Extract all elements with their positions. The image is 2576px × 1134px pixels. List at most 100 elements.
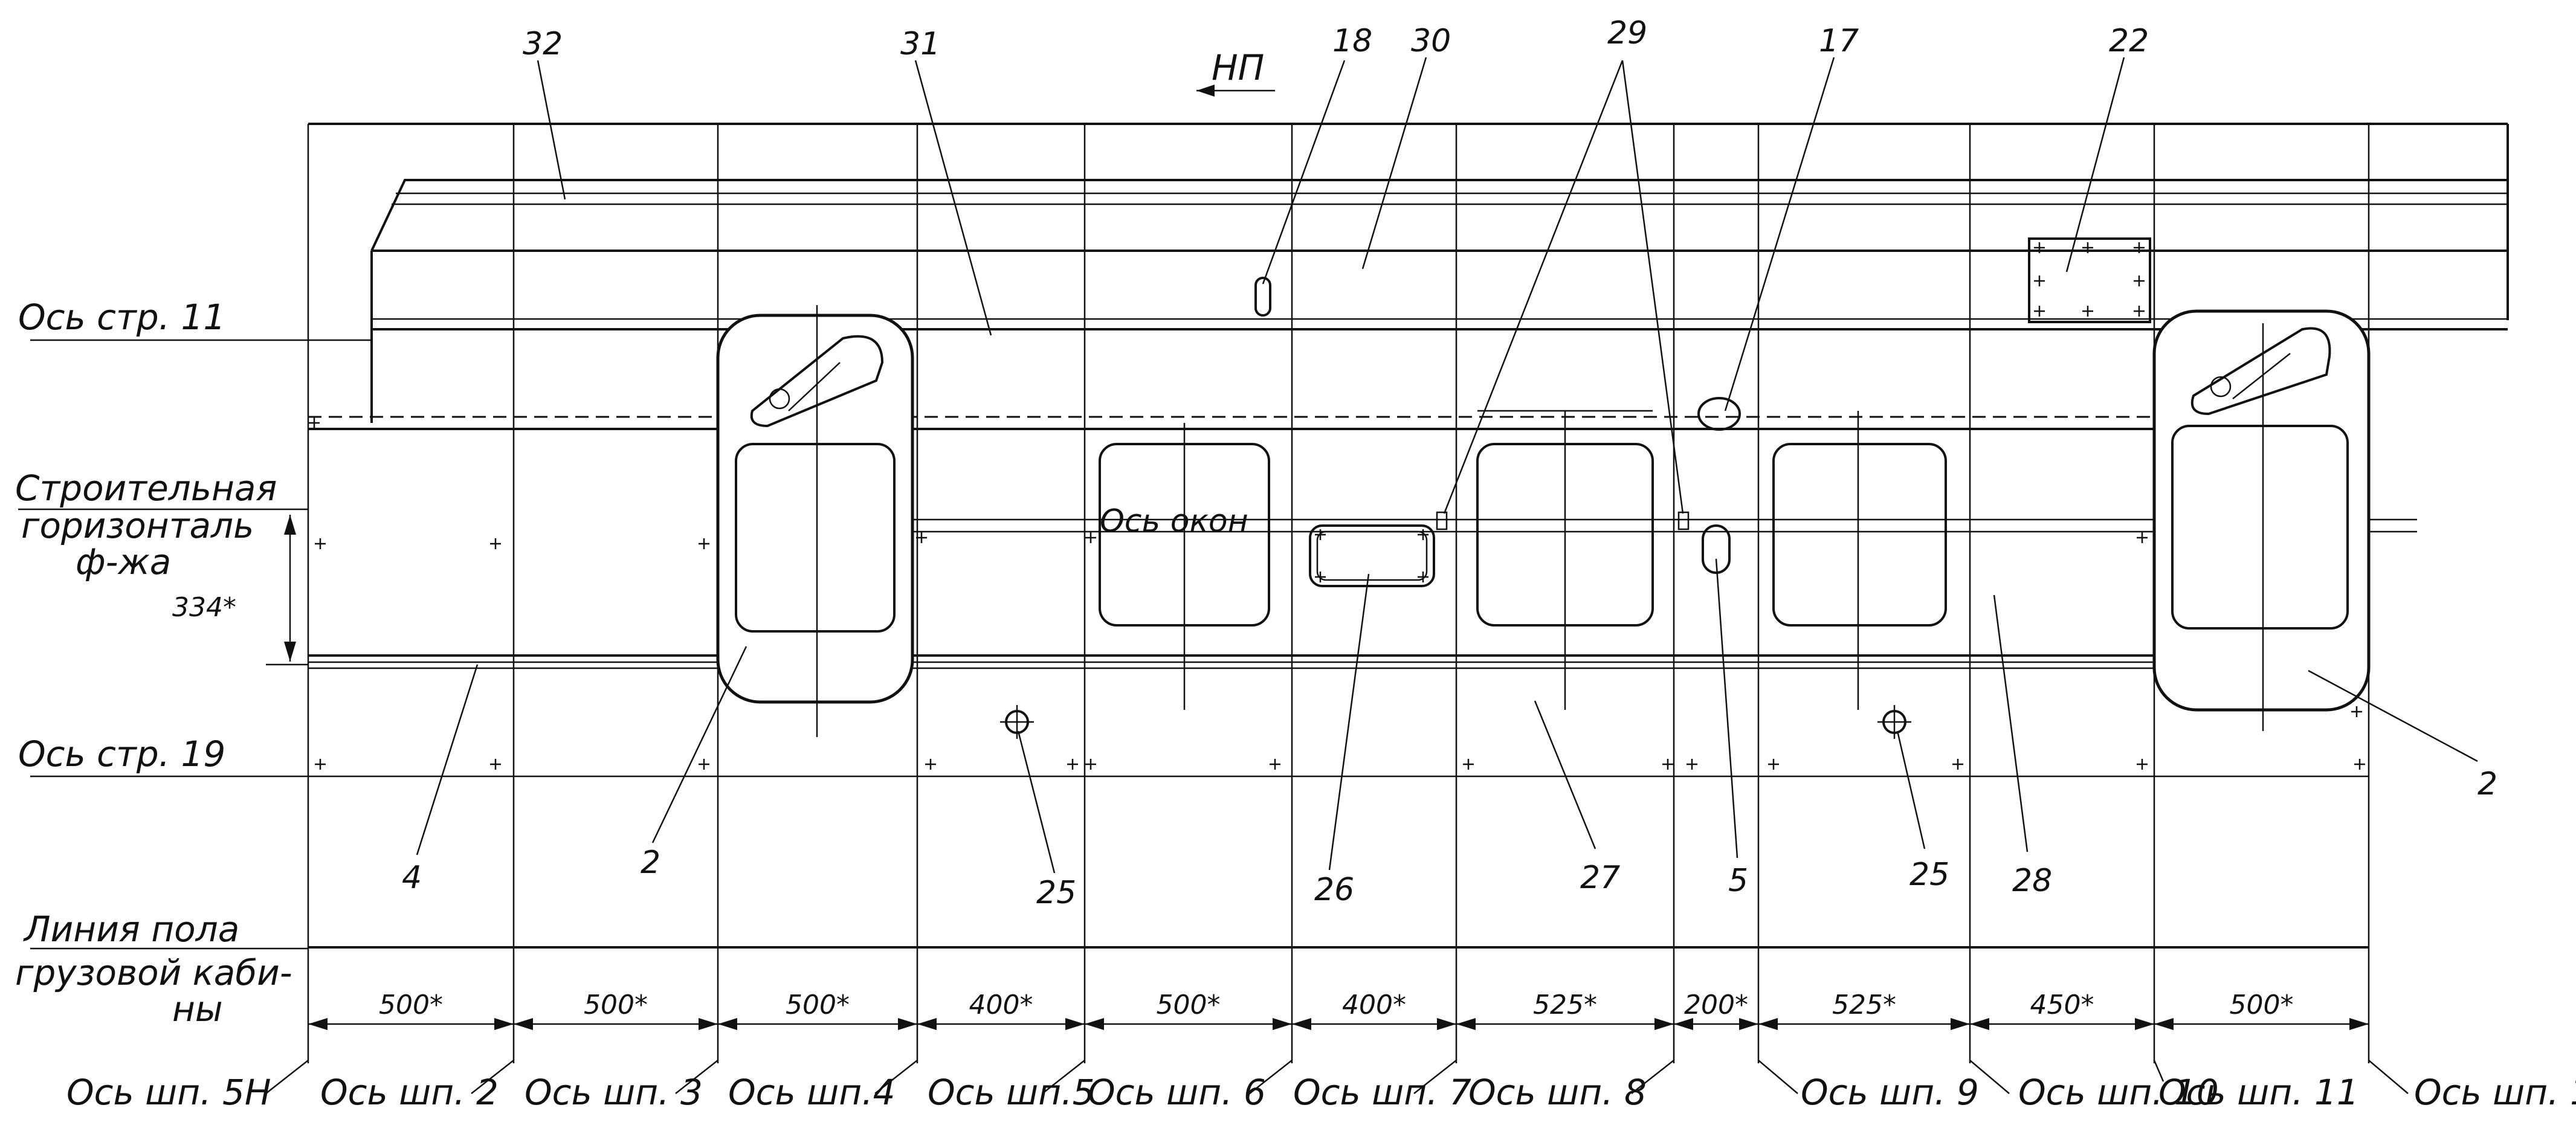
fastener-mark: [490, 759, 501, 770]
fastener-mark: [2134, 242, 2145, 253]
dimension-arrowhead: [1970, 1018, 1989, 1030]
fastener-mark: [1315, 529, 1326, 540]
fastener-mark: [2354, 759, 2365, 770]
frame-spacing-label: 500*: [2230, 990, 2294, 1020]
fastener-mark: [2134, 275, 2145, 286]
callout-4: 4: [402, 860, 422, 896]
fastener-mark: [2082, 306, 2093, 317]
frame-spacing-label: 525*: [1832, 990, 1896, 1020]
frame-axis-label: Ось шп. 2: [320, 1072, 499, 1113]
frame-label-leader: [1631, 1060, 1674, 1094]
callout-22: 22: [2109, 23, 2149, 59]
dimension-arrowhead: [1758, 1018, 1778, 1030]
callout-30: 30: [1411, 23, 1451, 59]
axis-horizontal-line1: Строительная: [15, 468, 277, 509]
direction-label: НП: [1212, 47, 1264, 88]
axis-labels: Ось стр. 11 Строительная горизонталь ф-ж…: [15, 297, 1248, 1029]
dimension-arrowhead: [1739, 1018, 1758, 1030]
callout-2-left: 2: [641, 845, 660, 881]
dimension-arrowhead: [2349, 1018, 2369, 1030]
dimension-arrowhead: [1456, 1018, 1476, 1030]
callout-18: 18: [1332, 23, 1372, 59]
callout-27: 27: [1580, 860, 1620, 896]
dimension-arrowhead: [1273, 1018, 1292, 1030]
frame-axis-label: Ось шп. 9: [1801, 1072, 1979, 1113]
callout-32: 32: [523, 26, 563, 62]
outline: [308, 123, 2509, 320]
frame-label-leader: [2153, 1060, 2164, 1082]
frame-label-leader: [471, 1060, 514, 1094]
frame-spacing-label: 500*: [379, 990, 443, 1020]
dimension-arrowhead: [1674, 1018, 1693, 1030]
dimension-334-label: 334*: [172, 592, 236, 623]
plate-22: [2028, 237, 2151, 323]
dimension-arrowhead: [1437, 1018, 1456, 1030]
frame-axis-label: Ось шп. 8: [1468, 1072, 1647, 1113]
frame-spacing-label: 200*: [1684, 990, 1748, 1020]
dimension-arrowhead: [1654, 1018, 1674, 1030]
fastener-mark: [1768, 759, 1779, 770]
fastener-mark: [699, 538, 709, 549]
frame-spacing-label: 450*: [2030, 990, 2094, 1020]
frame-spacing-label: 400*: [1342, 990, 1406, 1020]
fastener-mark: [1418, 529, 1428, 540]
fastener-mark: [1463, 759, 1474, 770]
frame-spacing-label: 500*: [1157, 990, 1221, 1020]
frame-label-leader: [1758, 1060, 1798, 1094]
frame-axis-label: Ось шп. 5Н: [66, 1072, 271, 1113]
callout-28: 28: [2012, 863, 2052, 899]
axis-str19-label: Ось стр. 19: [18, 733, 225, 775]
dimension-arrowhead: [699, 1018, 718, 1030]
hatch-left: [716, 305, 914, 737]
fastener-mark: [2137, 532, 2148, 543]
callout-31: 31: [900, 26, 940, 62]
callout-25-right: 25: [1909, 857, 1949, 893]
axis-str11-label: Ось стр. 11: [18, 297, 225, 338]
fastener-mark: [1315, 572, 1326, 582]
frame-spacing-label: 400*: [969, 990, 1033, 1020]
axis-horizontal-line2: горизонталь: [21, 505, 254, 546]
axis-lines: [18, 339, 2369, 950]
fastener-mark: [2082, 242, 2093, 253]
callout-26: 26: [1314, 872, 1354, 908]
callout-5: 5: [1728, 863, 1748, 899]
frame-spacing-label: 500*: [786, 990, 850, 1020]
frame-axis-label: Ось шп.5: [928, 1072, 1095, 1113]
frame-spacing-label: 525*: [1533, 990, 1597, 1020]
callout-17: 17: [1819, 23, 1859, 59]
fastener-mark: [2034, 242, 2045, 253]
axis-windows-label: Ось окон: [1100, 503, 1248, 540]
fastener-mark: [315, 538, 326, 549]
dimension-arrowhead: [1292, 1018, 1311, 1030]
dimension-arrowhead: [1951, 1018, 1970, 1030]
hatch-26: [1309, 524, 1435, 587]
frame-label-leader: [874, 1060, 918, 1094]
dimension-arrowhead: [308, 1018, 328, 1030]
frame-axis-lines: [307, 124, 2370, 1063]
fastener-mark: [1418, 572, 1428, 582]
fastener-marks: [309, 242, 2365, 770]
frame-axis-label: Ось шп. 10: [2018, 1072, 2219, 1113]
fittings: [1000, 277, 1911, 739]
dimension-arrowhead: [917, 1018, 937, 1030]
fastener-mark: [699, 759, 709, 770]
fastener-mark: [315, 759, 326, 770]
callouts: 32 31 18 30 29 17 22 4 2 25 26 27 5 25 2…: [402, 15, 2497, 911]
fastener-mark: [1085, 759, 1096, 770]
hatch-right: [2152, 309, 2371, 731]
dimension-334: [284, 515, 296, 662]
frame-axis-label: Ось шп. 6: [1088, 1072, 1266, 1113]
fastener-mark: [925, 759, 936, 770]
upper-rail: [370, 179, 2508, 423]
dimension-arrowhead: [1065, 1018, 1085, 1030]
direction-arrow: НП: [1196, 47, 1275, 97]
axis-floor-line3: ны: [172, 988, 223, 1029]
fastener-mark: [2137, 759, 2148, 770]
windows: [1099, 410, 1947, 710]
axis-floor-line1: Линия пола: [23, 909, 239, 950]
axis-horizontal-line3: ф-жа: [76, 541, 171, 582]
dimension-arrowhead: [2154, 1018, 2174, 1030]
dimension-chain: 500* 500* 500* 400* 500* 400* 525* 200* 525* 450*…: [308, 990, 2369, 1030]
fastener-mark: [1085, 532, 1096, 543]
